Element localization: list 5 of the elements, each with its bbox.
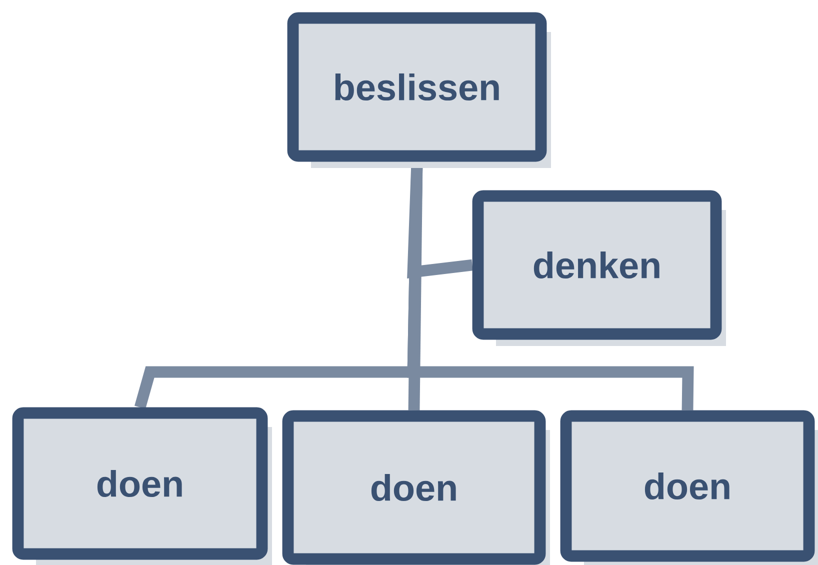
text-box: denken [472, 190, 726, 346]
text-box: doen [282, 410, 550, 565]
text-box: beslissen [287, 12, 551, 168]
text-box: doen [12, 407, 272, 565]
text-box: doen [560, 410, 818, 565]
